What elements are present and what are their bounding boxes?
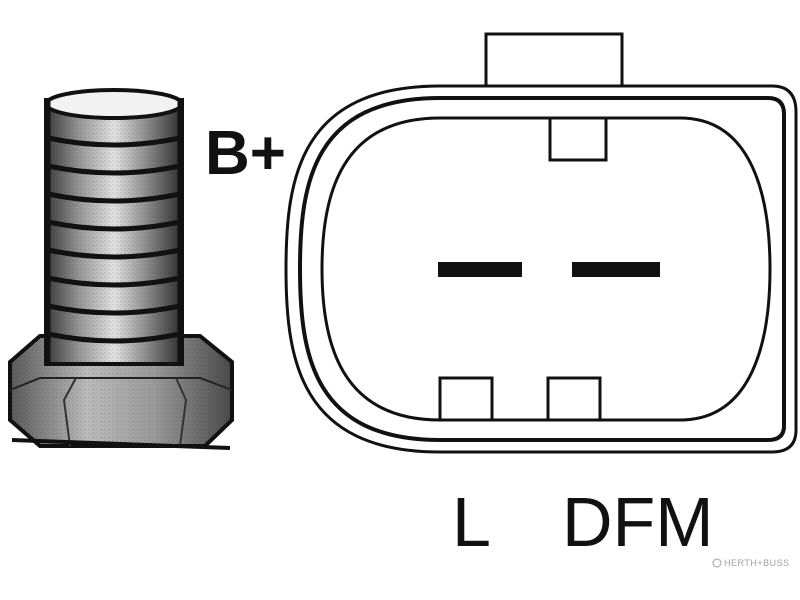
connector-housing-rim <box>297 96 786 442</box>
key-notch-bottom-l <box>438 376 494 422</box>
brand-watermark: HERTH+BUSS <box>712 558 790 568</box>
b-plus-label: B+ <box>205 119 286 188</box>
b-plus-stud <box>8 88 234 450</box>
pin-right <box>572 262 660 277</box>
terminal-label-l: L <box>452 483 491 561</box>
pin-left <box>438 262 522 277</box>
thread-bands <box>47 135 181 344</box>
connector-housing-outer <box>284 84 798 454</box>
latch-tab <box>484 32 624 92</box>
key-notch-top <box>548 116 608 162</box>
connector-cavity <box>320 116 772 422</box>
watermark-text: HERTH+BUSS <box>724 558 790 568</box>
threaded-shaft <box>44 88 184 366</box>
connector-plug <box>284 32 798 454</box>
brand-logo-icon <box>712 558 722 568</box>
terminal-label-dfm: DFM <box>562 483 714 561</box>
key-notch-bottom-dfm <box>546 376 602 422</box>
